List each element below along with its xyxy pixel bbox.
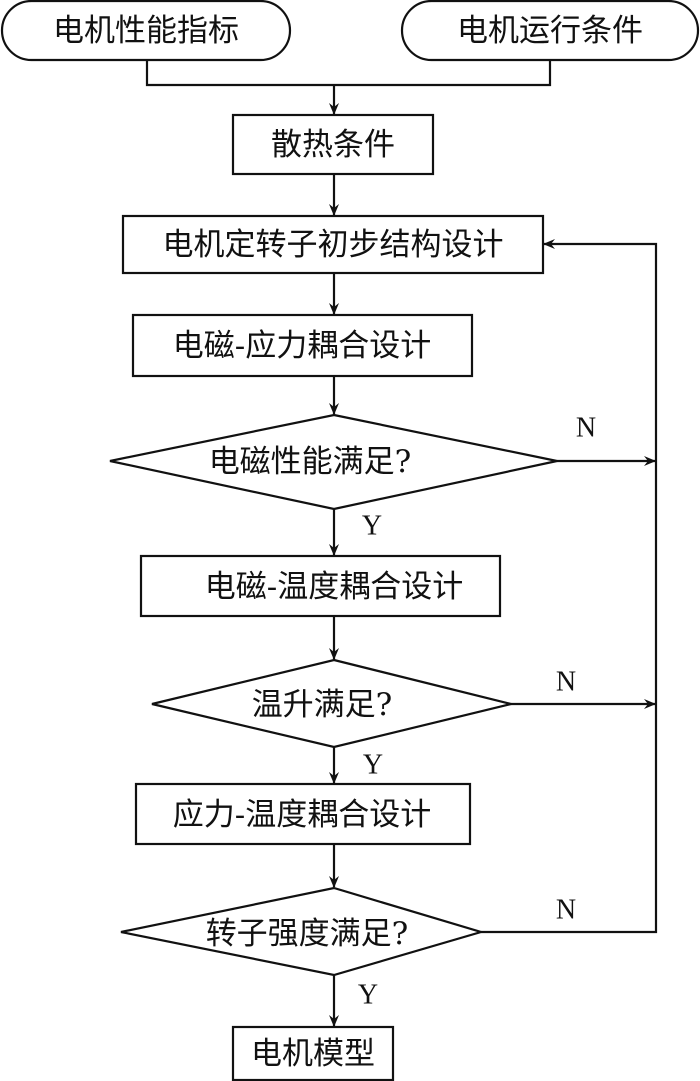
decision-label: 电磁性能满足?: [209, 444, 412, 480]
process-cooling-conditions: 散热条件: [231, 113, 435, 176]
label-no: N: [556, 895, 576, 926]
process-label: 电机模型: [251, 1036, 375, 1072]
process-label: 电机定转子初步结构设计: [163, 227, 504, 263]
decision-temperature-rise: 温升满足?: [151, 658, 512, 749]
terminal-motor-performance: 电机性能指标: [0, 0, 292, 62]
terminal-label: 电机性能指标: [53, 13, 239, 49]
label-yes: Y: [362, 511, 382, 542]
decision-label: 温升满足?: [252, 687, 393, 723]
terminal-motor-operating-conditions: 电机运行条件: [400, 0, 700, 62]
edge-check-rotor-no-feedback: [481, 239, 658, 934]
connectors: [145, 60, 658, 1027]
label-no: N: [576, 413, 596, 444]
edge-conditions-merge: [334, 60, 552, 87]
label-yes: Y: [363, 750, 383, 781]
process-initial-structure-design: 电机定转子初步结构设计: [121, 214, 545, 275]
terminal-label: 电机运行条件: [457, 13, 643, 49]
process-stress-thermal-coupling: 应力-温度耦合设计: [134, 782, 472, 846]
edge-performance-merge: [145, 60, 334, 87]
process-em-stress-coupling: 电磁-应力耦合设计: [131, 313, 474, 378]
decision-em-performance: 电磁性能满足?: [109, 413, 558, 511]
process-label: 应力-温度耦合设计: [173, 797, 431, 833]
process-label: 散热条件: [271, 127, 395, 163]
process-label: 电磁-温度耦合设计: [205, 569, 463, 605]
process-label: 电磁-应力耦合设计: [173, 328, 431, 364]
label-yes: Y: [358, 980, 378, 1011]
decision-rotor-strength: 转子强度满足?: [120, 886, 485, 977]
label-no: N: [556, 667, 576, 698]
decision-label: 转子强度满足?: [206, 916, 409, 952]
process-motor-model: 电机模型: [231, 1025, 395, 1081]
process-em-thermal-coupling: 电磁-温度耦合设计: [139, 554, 502, 618]
